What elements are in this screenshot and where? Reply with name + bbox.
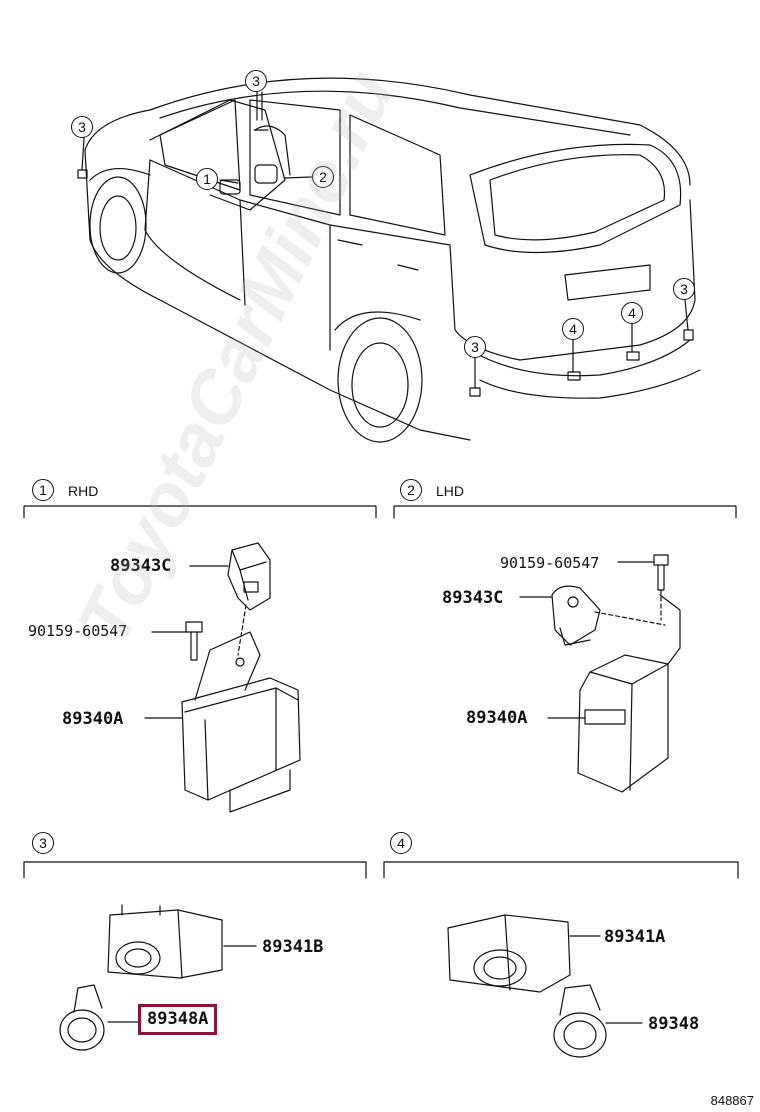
- section-4-bracket: [383, 861, 739, 879]
- figure-number: 848867: [710, 1093, 754, 1108]
- callout-overview-3d: 3: [673, 278, 695, 300]
- callout-overview-3c: 3: [464, 336, 486, 358]
- part-label-89343c-rhd[interactable]: 89343C: [110, 556, 172, 576]
- rhd-ecu-drawing: [144, 604, 301, 813]
- section-1-title: RHD: [68, 483, 99, 499]
- lhd-bolt-drawing: [617, 554, 669, 621]
- callout-overview-3b: 3: [245, 70, 267, 92]
- rhd-sensor-drawing: [189, 542, 271, 611]
- section-1-number: 1: [32, 479, 54, 501]
- part-label-89348a-highlighted[interactable]: 89348A: [138, 1004, 218, 1035]
- sensor-89341b-drawing: [107, 904, 257, 979]
- callout-overview-4b: 4: [621, 302, 643, 324]
- lhd-sensor-drawing: [519, 585, 666, 646]
- callout-overview-4a: 4: [562, 318, 584, 340]
- section-1-bracket: [23, 505, 377, 519]
- part-label-89341a[interactable]: 89341A: [604, 927, 666, 947]
- section-2-bracket: [393, 505, 737, 519]
- retainer-89348a-drawing: [59, 984, 139, 1051]
- retainer-89348-drawing: [553, 984, 643, 1058]
- callout-overview-2: 2: [312, 166, 334, 188]
- rhd-bolt-drawing: [151, 621, 203, 661]
- section-3-number: 3: [32, 832, 54, 854]
- callout-overview-3a: 3: [71, 116, 93, 138]
- part-label-89340a-rhd[interactable]: 89340A: [62, 709, 124, 729]
- callout-overview-1: 1: [196, 168, 218, 190]
- lhd-ecu-drawing: [547, 594, 681, 793]
- section-3-bracket: [23, 861, 367, 879]
- section-2-number: 2: [400, 479, 422, 501]
- sensor-89341a-drawing: [447, 914, 601, 993]
- part-label-89343c-lhd[interactable]: 89343C: [442, 588, 504, 608]
- part-label-89348[interactable]: 89348: [648, 1014, 700, 1034]
- part-label-89340a-lhd[interactable]: 89340A: [466, 708, 528, 728]
- section-4-number: 4: [390, 832, 412, 854]
- part-label-89341b[interactable]: 89341B: [262, 937, 324, 957]
- vehicle-illustration: [77, 77, 701, 443]
- part-label-bolt-lhd[interactable]: 90159-60547: [500, 554, 600, 572]
- part-label-bolt-rhd[interactable]: 90159-60547: [28, 622, 128, 640]
- section-2-title: LHD: [436, 483, 465, 499]
